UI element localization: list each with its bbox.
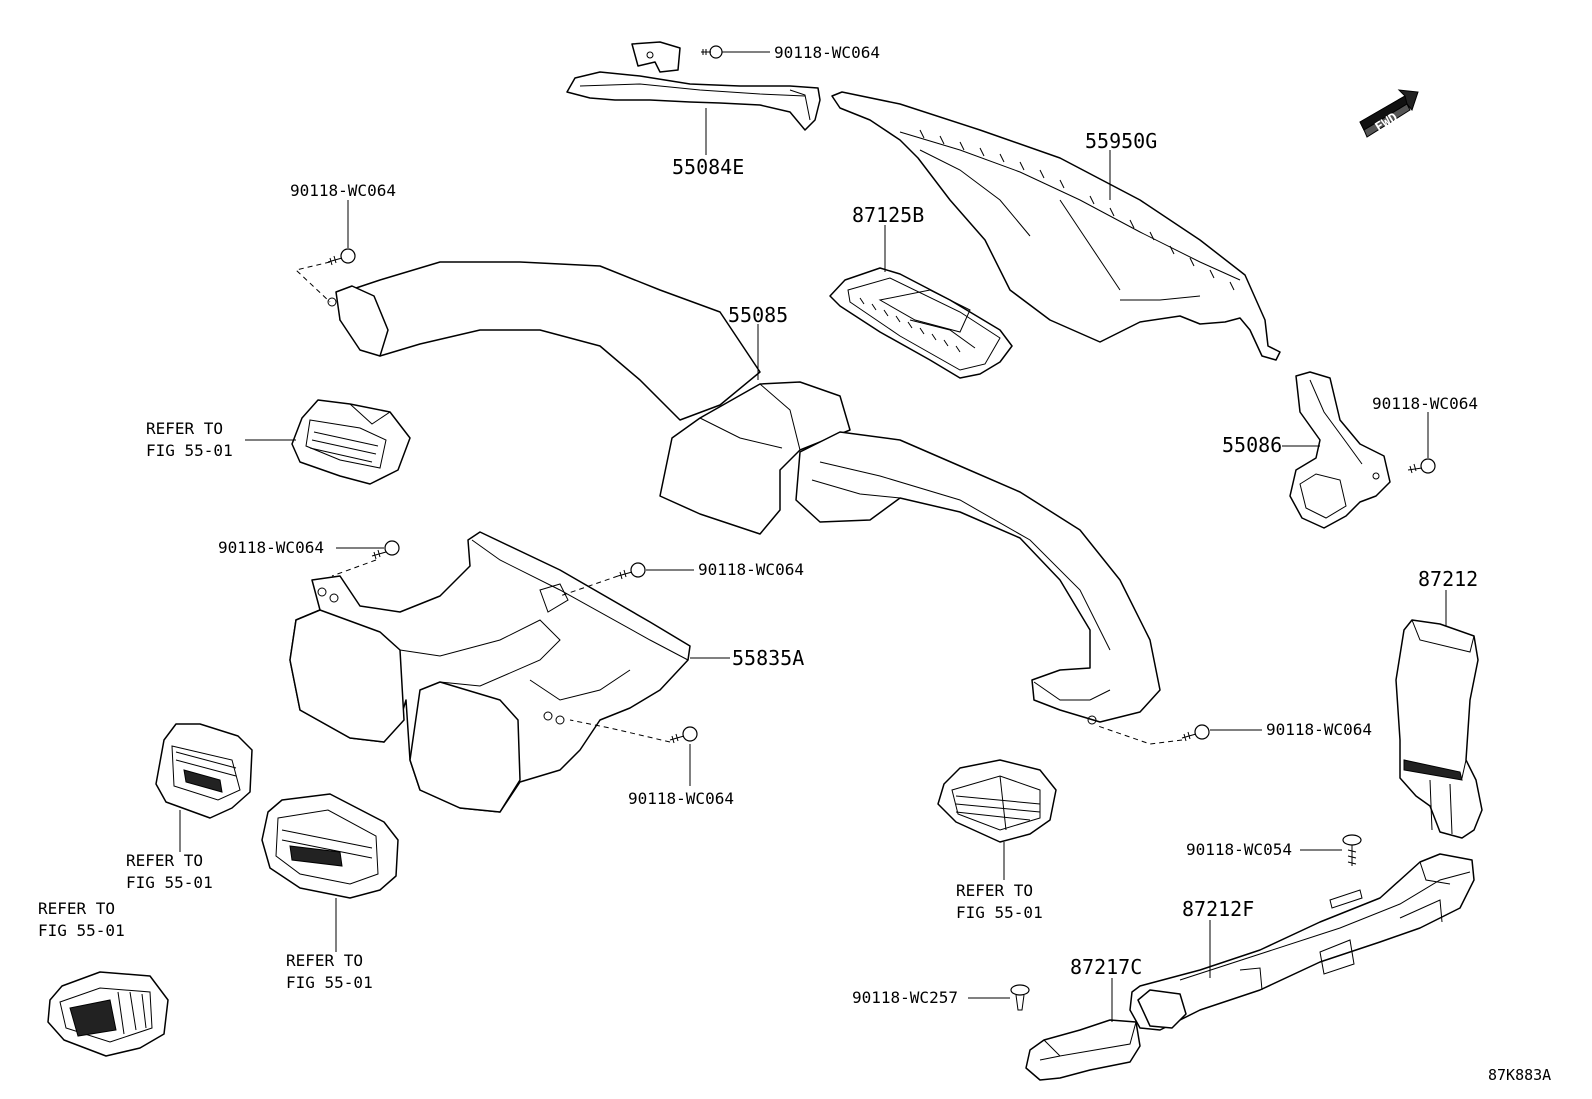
label-55950G: 55950G bbox=[1085, 129, 1157, 153]
clip-s9 bbox=[1010, 984, 1030, 1011]
fwd-arrow-icon: FWD bbox=[1359, 89, 1419, 138]
register-vent-r1 bbox=[291, 399, 411, 485]
label-r2-line2: FIG 55-01 bbox=[126, 873, 213, 892]
label-55085: 55085 bbox=[728, 303, 788, 327]
label-r4-line1: REFER TO bbox=[38, 899, 115, 918]
duct-87212F bbox=[1129, 853, 1475, 1031]
label-r3-line2: FIG 55-01 bbox=[286, 973, 373, 992]
label-s5: 90118-WC064 bbox=[628, 789, 734, 808]
label-s4: 90118-WC064 bbox=[698, 560, 804, 579]
screw-s6 bbox=[1181, 724, 1210, 742]
label-r3-line1: REFER TO bbox=[286, 951, 363, 970]
duct-55835A bbox=[289, 531, 691, 813]
label-87217C: 87217C bbox=[1070, 955, 1142, 979]
register-vent-r4 bbox=[47, 971, 169, 1057]
label-s7: 90118-WC064 bbox=[1372, 394, 1478, 413]
duct-55085 bbox=[327, 261, 1161, 725]
label-r4-line2: FIG 55-01 bbox=[38, 921, 125, 940]
label-r1-line1: REFER TO bbox=[146, 419, 223, 438]
label-r5-line2: FIG 55-01 bbox=[956, 903, 1043, 922]
label-s6: 90118-WC064 bbox=[1266, 720, 1372, 739]
duct-87217C bbox=[1025, 1019, 1141, 1081]
duct-87212 bbox=[1395, 619, 1483, 839]
label-r5-line1: REFER TO bbox=[956, 881, 1033, 900]
label-55086: 55086 bbox=[1222, 433, 1282, 457]
screw-s4 bbox=[617, 562, 646, 580]
label-s2: 90118-WC064 bbox=[290, 181, 396, 200]
register-vent-r2 bbox=[155, 723, 253, 819]
duct-55086 bbox=[1289, 371, 1391, 529]
screw-s8 bbox=[1342, 834, 1362, 866]
screw-s3 bbox=[371, 540, 400, 560]
grille-87125B bbox=[829, 267, 1013, 379]
screw-s5 bbox=[669, 726, 698, 744]
diagram-code: 87K883A bbox=[1488, 1066, 1551, 1084]
label-87125B: 87125B bbox=[852, 203, 924, 227]
label-s9: 90118-WC257 bbox=[852, 988, 958, 1007]
label-r1-line2: FIG 55-01 bbox=[146, 441, 233, 460]
duct-55950G bbox=[831, 91, 1281, 361]
register-vent-r5 bbox=[937, 759, 1057, 843]
label-55084E: 55084E bbox=[672, 155, 744, 179]
duct-55084E bbox=[566, 41, 821, 131]
label-87212F: 87212F bbox=[1182, 897, 1254, 921]
screw-s1 bbox=[701, 45, 723, 59]
label-r2-line1: REFER TO bbox=[126, 851, 203, 870]
label-55835A: 55835A bbox=[732, 646, 804, 670]
screw-s7 bbox=[1407, 458, 1436, 474]
label-s1: 90118-WC064 bbox=[774, 43, 880, 62]
label-s3: 90118-WC064 bbox=[218, 538, 324, 557]
register-vent-r3 bbox=[261, 793, 399, 899]
screw-s2 bbox=[327, 248, 356, 266]
label-87212: 87212 bbox=[1418, 567, 1478, 591]
label-s8: 90118-WC054 bbox=[1186, 840, 1292, 859]
